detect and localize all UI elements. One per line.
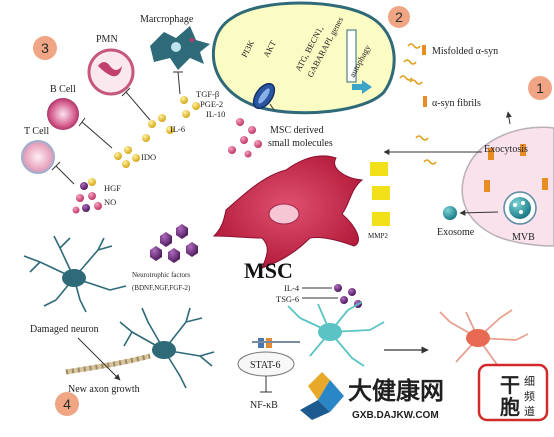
arrow-icon (505, 111, 512, 125)
badge-2: 2 (388, 6, 410, 28)
t-cell (21, 140, 55, 174)
autophagy-cell: PI3K AKT ATG, BECN1, GABARAPL genes auto… (211, 1, 396, 115)
svg-text:道: 道 (524, 404, 535, 418)
microglia-red (439, 309, 529, 367)
fibrils-label: α-syn fibrils (432, 98, 481, 109)
tsg6-label: TSG-6 (276, 294, 299, 304)
damaged-neuron-label: Damaged neuron (30, 324, 99, 335)
fibrils-legend-icon (423, 96, 427, 107)
damaged-neuron (23, 235, 127, 313)
t-cell-label: T Cell (24, 126, 49, 137)
autophagy-flow-arrow-icon (352, 80, 372, 94)
arrow-icon (459, 209, 499, 216)
exosome-icon (443, 206, 457, 220)
microglia-teal (287, 301, 385, 367)
misfolded-label: Misfolded α-syn (432, 46, 498, 57)
msc-small-label-line2: small molecules (268, 138, 333, 149)
svg-text:频: 频 (524, 389, 535, 403)
arrow-icon (77, 337, 121, 381)
regenerating-neuron (119, 307, 215, 389)
hgf-label: HGF (104, 183, 121, 193)
il10-label: IL-10 (206, 109, 225, 119)
svg-text:1: 1 (536, 80, 544, 96)
badge-4: 4 (55, 392, 79, 416)
receptor-connector (269, 103, 275, 111)
badge-1: 1 (528, 76, 552, 100)
logo-title: 大健康网 (348, 377, 444, 405)
pge2-label: PGE-2 (200, 99, 223, 109)
syn-bar (542, 178, 548, 190)
svg-text:胞: 胞 (500, 395, 520, 419)
exocytosis-cell (461, 126, 554, 247)
neurotrophic-hexagons (150, 224, 198, 263)
b-cell-label: B Cell (50, 84, 76, 95)
alpha-syn-squiggles (399, 43, 437, 165)
svg-text:细: 细 (524, 375, 535, 388)
msc-cell (212, 155, 364, 269)
factor-dots (72, 96, 200, 214)
syn-bar (484, 180, 490, 192)
neuro-label-line1: Neurotrophic factors (132, 271, 190, 279)
pmn-cell (87, 48, 135, 96)
site-logo: 大健康网 GXB.DAJKW.COM 干 胞 细 频 道 (300, 363, 549, 422)
il4-label: IL-4 (284, 283, 300, 293)
pmn-label: PMN (96, 34, 118, 45)
receptor-icon (252, 82, 276, 110)
syn-bar (488, 148, 494, 160)
msc-small-molecules (228, 118, 262, 158)
b-cell (47, 98, 79, 130)
mvb-label: MVB (512, 232, 535, 243)
new-axon-growth-label: New axon growth (68, 384, 140, 395)
axon-sheath (65, 353, 151, 375)
logo-url: GXB.DAJKW.COM (352, 410, 439, 421)
syn-bar (520, 144, 526, 156)
svg-text:2: 2 (395, 9, 403, 25)
svg-text:干: 干 (500, 375, 520, 397)
mmp2-square-icon (370, 162, 390, 226)
neuro-label-line2: (BDNF,NGF,FGF-2) (132, 284, 191, 292)
ido-label: IDO (141, 152, 156, 162)
exosome-label: Exosome (437, 227, 475, 238)
nfkb-label: NF-κB (250, 400, 278, 411)
macrophage-cell (150, 26, 210, 70)
svg-text:3: 3 (41, 40, 49, 56)
svg-text:4: 4 (63, 396, 71, 412)
exocytosis-label: Exocytosis (484, 144, 528, 155)
badge-3: 3 (33, 36, 57, 60)
msc-label: MSC (244, 258, 293, 283)
macrophage-label: Marcrophage (140, 14, 194, 25)
no-label: NO (104, 197, 116, 207)
msc-small-label-line1: MSC derived (270, 125, 324, 136)
autophagy-arrow-icon (346, 29, 357, 83)
misfolded-legend-icon (422, 45, 426, 55)
il6-label: IL-6 (170, 124, 185, 134)
inhibition-icon (51, 71, 183, 185)
mvb-inner (509, 197, 531, 219)
mmp2-label: MMP2 (368, 232, 388, 240)
logo-mark-icon (300, 372, 344, 420)
stat6-label: STAT-6 (250, 360, 281, 371)
receptor-icon (252, 338, 300, 348)
logo-seal-icon: 干 胞 细 频 道 (477, 363, 549, 422)
tgf-beta-label: TGF-β (196, 89, 219, 99)
